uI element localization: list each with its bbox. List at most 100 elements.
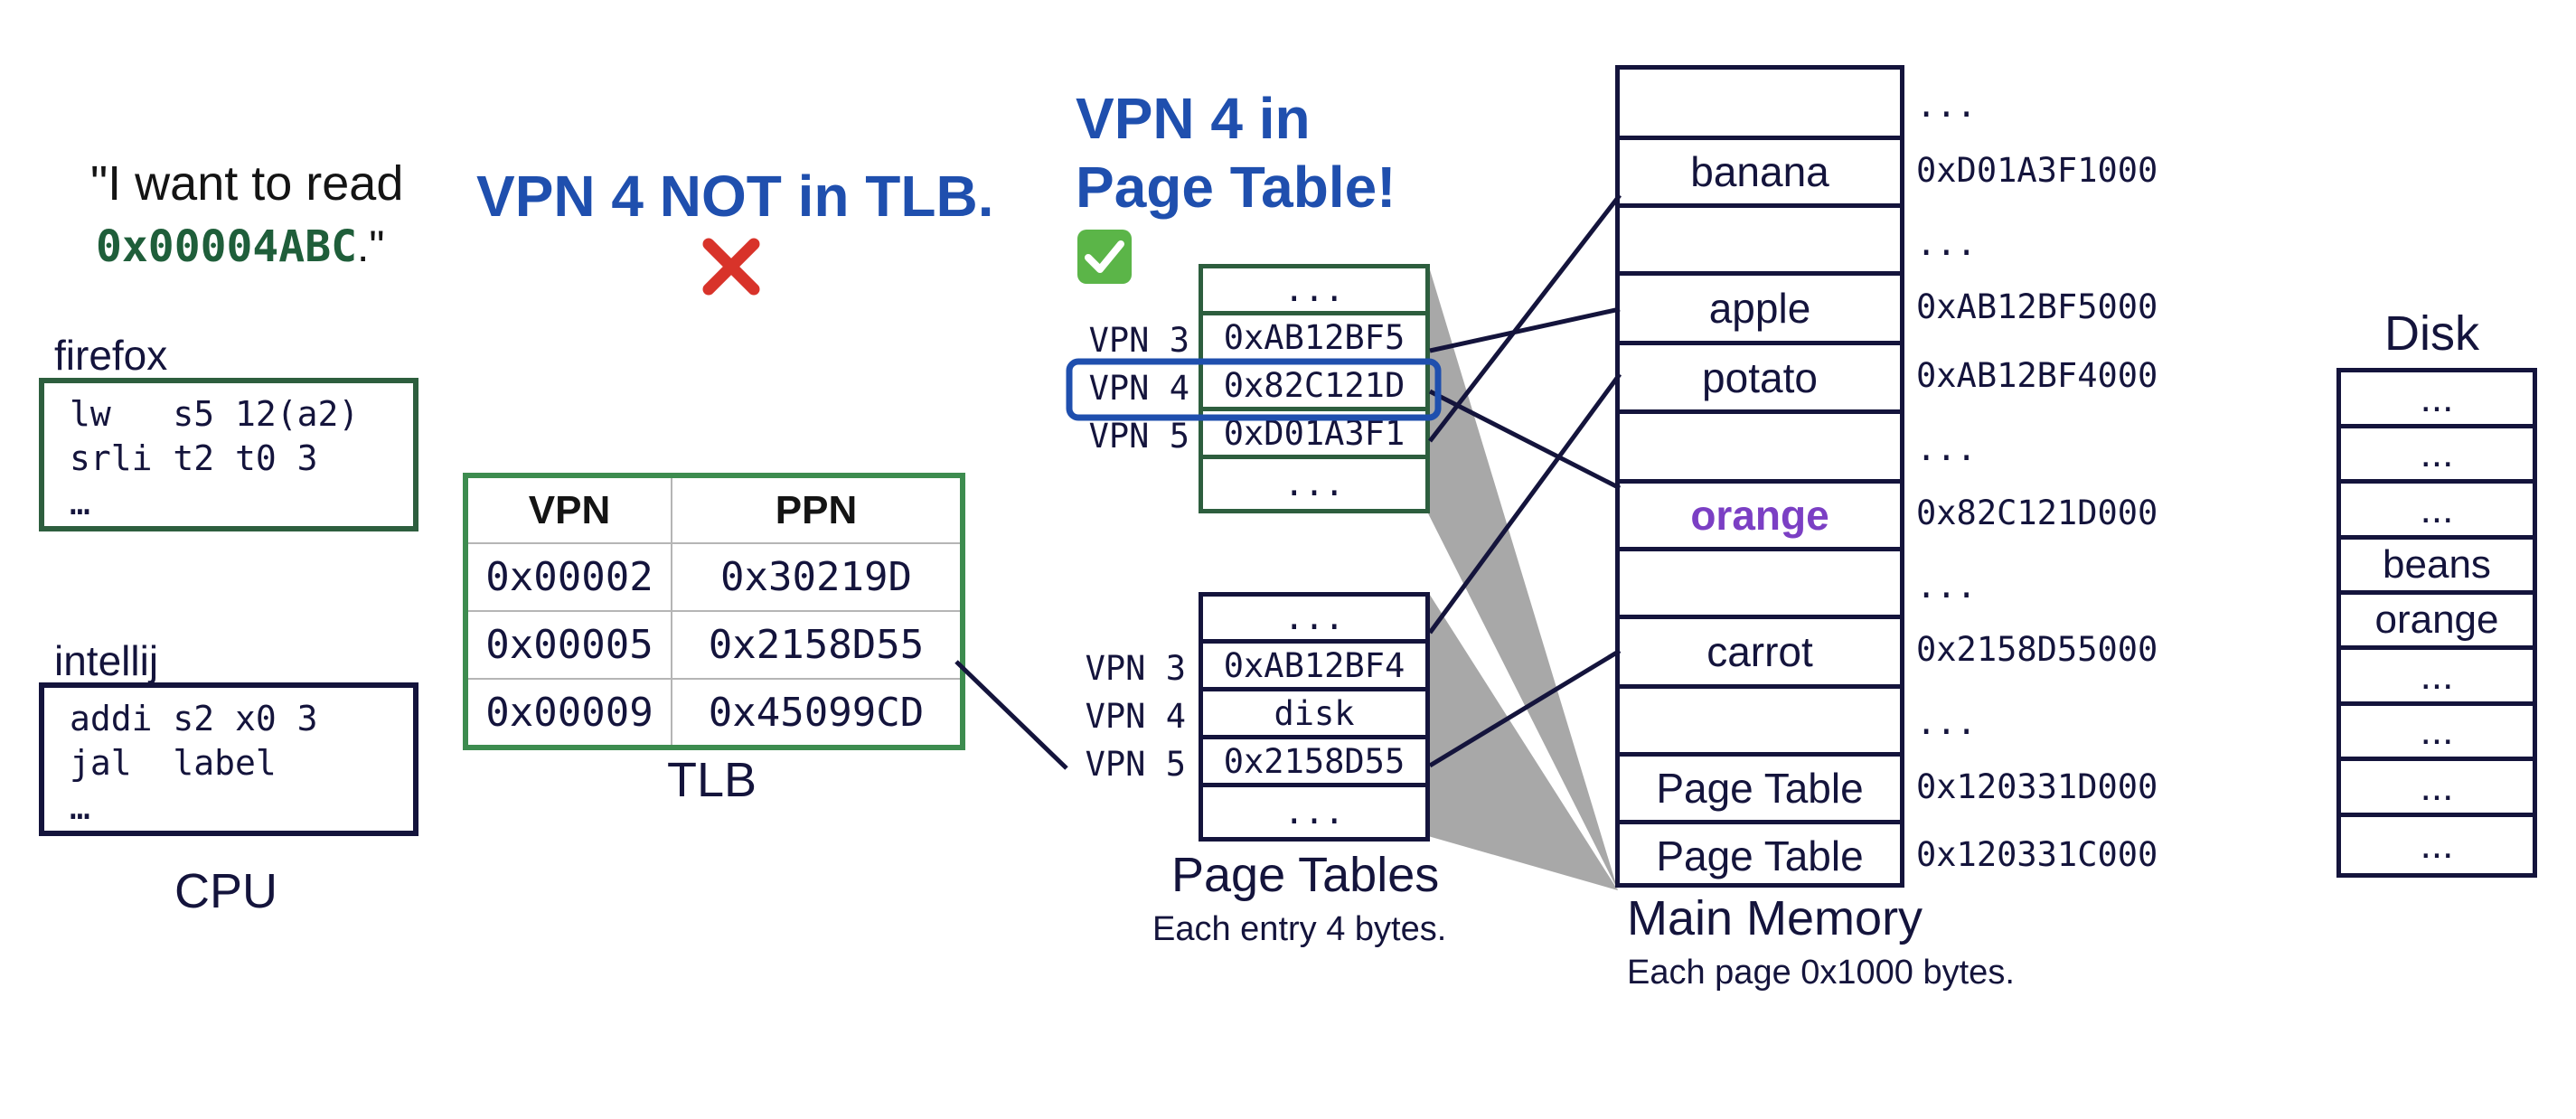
memory-address: 0x120331D000 — [1916, 767, 2158, 806]
pt-entry: 0xAB12BF5 — [1203, 315, 1425, 363]
tlb-row-divider — [468, 542, 960, 544]
disk-divider — [2341, 590, 2533, 595]
memory-divider — [1620, 136, 1900, 140]
disk-block: ... — [2420, 375, 2454, 420]
main-memory-subcaption: Each page 0x1000 bytes. — [1627, 954, 2015, 992]
quote-suffix: ." — [356, 223, 385, 271]
memory-address: 0x82C121D000 — [1916, 494, 2158, 532]
memory-address: ... — [1916, 703, 1977, 742]
code-line: jal label — [70, 743, 277, 783]
process-box-intellij: addi s2 x0 3 jal label … — [39, 682, 418, 836]
pt-entry: disk — [1203, 691, 1425, 739]
wedge-upper — [1428, 264, 1618, 890]
tlb-label: TLB — [667, 753, 757, 807]
memory-divider — [1620, 547, 1900, 551]
disk-divider — [2341, 424, 2533, 428]
pt-entry-to-banana-connector — [1428, 193, 1622, 443]
pt-vpn-label: VPN 5 — [1085, 745, 1186, 784]
disk-block: ... — [2420, 823, 2454, 867]
memory-page-orange: orange — [1690, 492, 1829, 539]
pt-hit-title-line2: Page Table! — [1076, 155, 1396, 220]
disk-divider — [2341, 645, 2533, 650]
code-line: … — [70, 787, 90, 827]
pt-entry: ... — [1203, 597, 1425, 644]
pt-hit-title-line1: VPN 4 in — [1076, 86, 1311, 151]
pt-entry: 0x2158D55 — [1203, 739, 1425, 787]
disk-divider — [2341, 813, 2533, 817]
memory-address: ... — [1916, 224, 1977, 263]
memory-address: 0xAB12BF5000 — [1916, 287, 2158, 326]
cross-mark-icon — [702, 238, 760, 296]
pt-entry-to-apple-connector — [1429, 306, 1621, 353]
tlb-row-divider — [468, 678, 960, 680]
memory-divider — [1620, 479, 1900, 484]
process-box-firefox: lw s5 12(a2) srli t2 t0 3 … — [39, 378, 418, 531]
pt-entry: 0xD01A3F1 — [1203, 411, 1425, 459]
memory-divider — [1620, 820, 1900, 824]
pt-vpn-label: VPN 5 — [1088, 417, 1189, 456]
memory-address: ... — [1916, 429, 1977, 468]
memory-address: ... — [1916, 86, 1977, 125]
memory-page-page-table: Page Table — [1656, 832, 1864, 879]
memory-divider — [1620, 271, 1900, 276]
disk-divider — [2341, 701, 2533, 706]
disk-block: ... — [2420, 764, 2454, 809]
tlb-cell-vpn: 0x00002 — [485, 554, 653, 600]
memory-page-banana: banana — [1690, 148, 1829, 195]
quote-line: "I want to read — [90, 156, 404, 211]
tlb-cell-vpn: 0x00005 — [485, 622, 653, 668]
memory-divider — [1620, 409, 1900, 414]
quote-address-line: 0x00004ABC." — [96, 221, 384, 272]
pt-entry: 0xAB12BF4 — [1203, 644, 1425, 691]
check-mark-icon — [1077, 230, 1132, 284]
tlb-table: VPN PPN 0x00002 0x30219D 0x00005 0x2158D… — [463, 473, 965, 750]
process-label-intellij: intellij — [54, 637, 159, 684]
memory-divider — [1620, 341, 1900, 345]
pt-entry: ... — [1283, 465, 1345, 503]
page-table-firefox: ... 0xAB12BF5 0x82C121D 0xD01A3F1 ... — [1199, 264, 1430, 513]
memory-address: 0xAB12BF4000 — [1916, 356, 2158, 395]
memory-address: 0xD01A3F1000 — [1916, 151, 2158, 190]
pt-vpn-label: VPN 3 — [1088, 321, 1189, 360]
tlb-cell-ppn: 0x45099CD — [708, 689, 925, 736]
pt-entry-to-potato-connector — [1427, 372, 1622, 635]
code-line: … — [70, 483, 90, 522]
memory-page-carrot: carrot — [1706, 628, 1813, 675]
disk-block: ... — [2420, 431, 2454, 475]
memory-page-page-table: Page Table — [1656, 765, 1864, 812]
disk-divider — [2341, 535, 2533, 540]
disk: ... ... ... beans orange ... ... ... ... — [2336, 368, 2537, 878]
cpu-label: CPU — [174, 864, 278, 918]
tlb-cell-ppn: 0x30219D — [720, 554, 912, 600]
pt-entry: ... — [1203, 268, 1425, 315]
pt-entry: ... — [1283, 793, 1345, 832]
pt-entry: 0x82C121D — [1203, 363, 1425, 411]
disk-divider — [2341, 757, 2533, 761]
pt-entry-to-orange-connector — [1428, 389, 1622, 491]
memory-address: 0x2158D55000 — [1916, 630, 2158, 669]
process-label-firefox: firefox — [54, 332, 168, 379]
disk-block: ... — [2420, 653, 2454, 698]
memory-address: 0x120331C000 — [1916, 835, 2158, 874]
tlb-cell-ppn: 0x2158D55 — [708, 622, 925, 668]
memory-divider — [1620, 615, 1900, 619]
page-table-intellij: ... 0xAB12BF4 disk 0x2158D55 ... — [1199, 592, 1430, 842]
tlb-cell-vpn: 0x00009 — [485, 689, 653, 736]
code-line: lw s5 12(a2) — [70, 394, 360, 434]
main-memory-caption: Main Memory — [1627, 891, 1923, 945]
memory-address: ... — [1916, 567, 1977, 606]
main-memory: banana apple potato orange carrot Page T… — [1615, 65, 1904, 888]
pt-entry-to-carrot-connector — [1428, 648, 1622, 768]
memory-page-apple: apple — [1708, 285, 1811, 332]
disk-block: ... — [2420, 709, 2454, 753]
memory-divider — [1620, 752, 1900, 757]
code-line: srli t2 t0 3 — [70, 438, 318, 478]
memory-divider — [1620, 203, 1900, 208]
pt-vpn-label: VPN 4 — [1088, 369, 1189, 408]
pt-vpn-label: VPN 3 — [1085, 649, 1186, 688]
tlb-row-divider — [468, 610, 960, 612]
disk-block-beans: beans — [2383, 542, 2491, 587]
wedge-lower — [1428, 592, 1618, 890]
pt-vpn-label: VPN 4 — [1085, 697, 1186, 736]
tlb-miss-title: VPN 4 NOT in TLB. — [476, 164, 994, 229]
